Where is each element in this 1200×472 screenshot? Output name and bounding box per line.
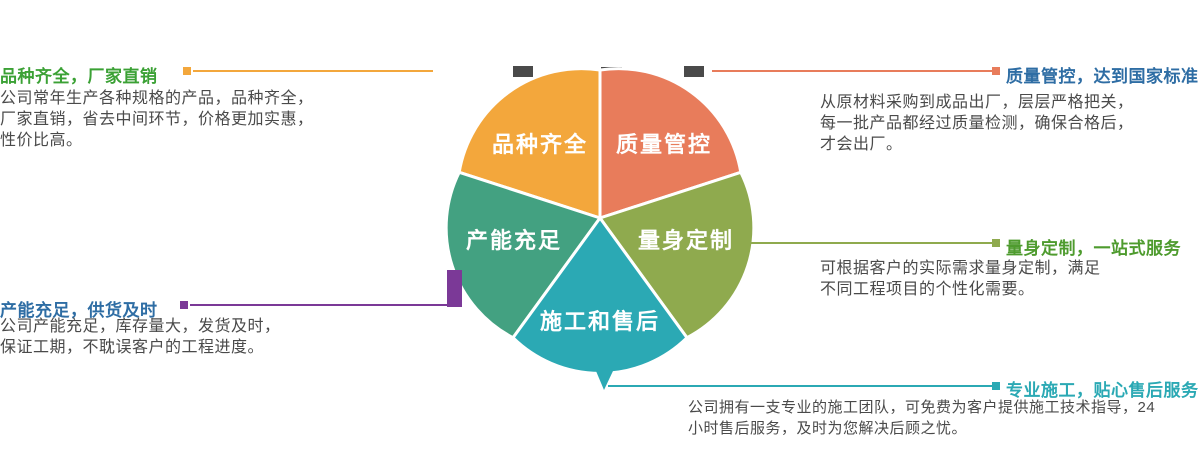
callout-title-capacity: 产能充足，供货及时 (0, 301, 158, 320)
callout-title-custom: 量身定制，一站式服务 (1006, 239, 1181, 258)
line-end-square-capacity (180, 301, 188, 309)
petal-label-capacity: 产能充足 (466, 228, 562, 253)
petal-label-variety: 品种齐全 (492, 132, 588, 157)
callout-title-service: 专业施工，贴心售后服务 (1006, 381, 1199, 400)
callout-body-custom: 可根据客户的实际需求量身定制，满足 不同工程项目的个性化需要。 (820, 260, 1101, 298)
petal-label-quality: 质量管控 (616, 132, 712, 157)
line-end-square-custom (992, 239, 1000, 247)
top-tab-left (513, 66, 533, 77)
callout-body-service: 公司拥有一支专业的施工团队，可免费为客户提供施工技术指导，24 小时售后服务，及… (688, 399, 1156, 437)
petal-quality (598, 67, 743, 220)
callout-title-quality: 质量管控，达到国家标准 (1006, 67, 1199, 86)
callout-body-quality: 从原材料采购到成品出厂，层层严格把关， 每一批产品都经过质量检测，确保合格后， … (820, 94, 1134, 153)
petal-variety (457, 67, 602, 220)
callout-body-variety: 公司常年生产各种规格的产品，品种齐全， 厂家直销，省去中间环节，价格更加实惠， … (0, 90, 314, 149)
service-pointer-triangle (588, 352, 622, 390)
petal-custom (598, 170, 756, 340)
petal-label-custom: 量身定制 (638, 228, 734, 253)
callout-title-variety: 品种齐全，厂家直销 (0, 67, 158, 86)
line-end-square-variety (183, 67, 191, 75)
line-end-square-quality (992, 67, 1000, 75)
callout-body-capacity: 公司产能充足，库存量大，发货及时， 保证工期，不耽误客户的工程进度。 (0, 318, 281, 356)
capacity-connector-bar (447, 270, 462, 307)
top-tab-right (684, 66, 704, 77)
line-end-square-service (992, 382, 1000, 390)
petal-label-service: 施工和售后 (540, 309, 660, 334)
petal-capacity (444, 170, 602, 340)
